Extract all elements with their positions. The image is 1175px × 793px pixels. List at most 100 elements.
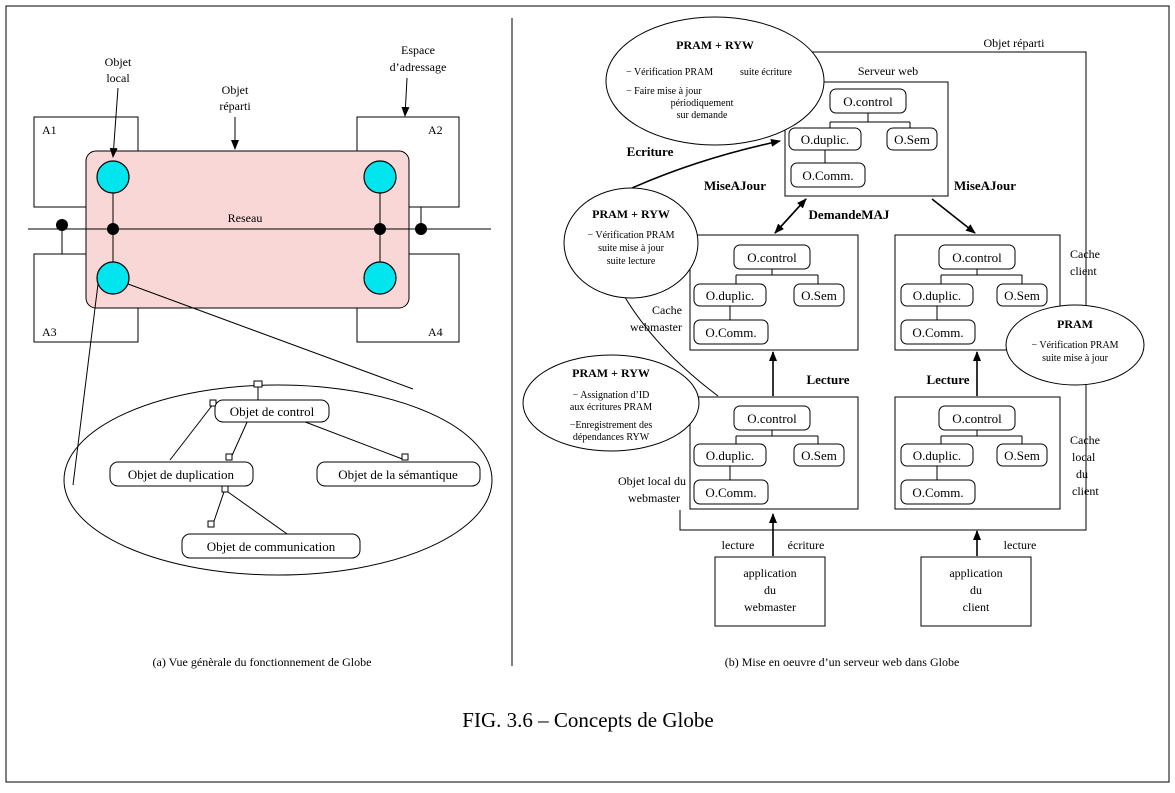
caption-b: (b) Mise en oeuvre d’un serveur web dans… bbox=[725, 655, 960, 669]
arrow-ecriture bbox=[631, 138, 781, 189]
label-lecture-left: Lecture bbox=[806, 372, 849, 387]
ellipse-bottom-l1: − Assignation d’ID bbox=[573, 390, 650, 401]
ellipse-bottom-l4: dépendances RYW bbox=[573, 432, 650, 443]
label-lecture-app2: lecture bbox=[1004, 538, 1037, 552]
local-cl-sem: O.Sem bbox=[1004, 448, 1040, 463]
local-object bbox=[96, 261, 130, 295]
local-object bbox=[96, 160, 130, 194]
arrow-miseajour-right bbox=[931, 198, 976, 234]
local-cl-control: O.control bbox=[952, 411, 1002, 426]
local-wm-duplic: O.duplic. bbox=[706, 448, 754, 463]
label-objet-local-wm-2: webmaster bbox=[628, 491, 680, 505]
label-lecture-right: Lecture bbox=[926, 372, 969, 387]
ellipse-bottom-l3: −Enregistrement des bbox=[570, 420, 653, 431]
ellipse-top-l4: sur demande bbox=[677, 110, 728, 121]
app-client-3: client bbox=[963, 600, 990, 614]
label-objet-local-1: Objet bbox=[105, 55, 132, 69]
ellipse-top-title: PRAM + RYW bbox=[676, 38, 754, 52]
cache-cl-control: O.control bbox=[952, 250, 1002, 265]
arrow-miseajour-left bbox=[774, 198, 807, 234]
zoom-ellipse bbox=[63, 384, 493, 576]
label-objet-local-2: local bbox=[106, 71, 130, 85]
cache-cl-comm: O.Comm. bbox=[912, 325, 963, 340]
cache-cl-duplic: O.duplic. bbox=[913, 288, 961, 303]
network-node bbox=[56, 219, 68, 231]
figure-caption-prefix: FIG. bbox=[462, 708, 501, 732]
node-objet-duplication bbox=[109, 461, 254, 487]
ellipse-bottom bbox=[522, 354, 700, 452]
local-client-box bbox=[894, 396, 1061, 510]
server-sem: O.Sem bbox=[894, 132, 930, 147]
server-duplic: O.duplic. bbox=[801, 132, 849, 147]
label-cache-local-2: local bbox=[1072, 450, 1096, 464]
label-lecture-app1: lecture bbox=[722, 538, 755, 552]
local-webmaster-box bbox=[689, 396, 859, 510]
cache-cl-sem: O.Sem bbox=[1004, 288, 1040, 303]
node-objet-control bbox=[214, 399, 330, 423]
node-objet-duplication-label: Objet de duplication bbox=[128, 467, 235, 482]
ellipse-bottom-l2: aux écritures PRAM bbox=[570, 402, 652, 413]
network-node bbox=[374, 223, 386, 235]
local-wm-comm: O.Comm. bbox=[705, 485, 756, 500]
ellipse-bottom-title: PRAM + RYW bbox=[572, 366, 650, 380]
ellipse-mid bbox=[563, 187, 699, 299]
server-control: O.control bbox=[843, 94, 893, 109]
space-label-a1: A1 bbox=[42, 123, 57, 137]
label-cache-webmaster-2: webmaster bbox=[630, 320, 682, 334]
ellipse-mid-l3: suite lecture bbox=[607, 256, 656, 267]
server-box bbox=[784, 81, 949, 197]
cache-wm-comm: O.Comm. bbox=[705, 325, 756, 340]
app-client-box bbox=[920, 556, 1032, 627]
label-objet-reparti-b: Objet réparti bbox=[984, 36, 1046, 50]
local-object bbox=[363, 261, 397, 295]
panel-b: Objet réparti Serveur web O.control O.du… bbox=[522, 16, 1145, 669]
cache-wm-duplic: O.duplic. bbox=[706, 288, 754, 303]
node-objet-communication bbox=[181, 533, 361, 559]
space-label-a4: A4 bbox=[428, 325, 443, 339]
ellipse-mid-title: PRAM + RYW bbox=[592, 207, 670, 221]
cache-wm-control: O.control bbox=[747, 250, 797, 265]
app-webmaster-1: application bbox=[743, 566, 796, 580]
node-objet-semantique bbox=[316, 461, 481, 487]
app-webmaster-2: du bbox=[764, 583, 776, 597]
label-ecriture: Ecriture bbox=[627, 144, 674, 159]
ellipse-mid-l1: − Vérification PRAM bbox=[587, 230, 674, 241]
ellipse-mid-l2: suite mise à jour bbox=[598, 243, 664, 254]
ellipse-top-l1a: − Vérification PRAM bbox=[626, 67, 713, 78]
network-label: Reseau bbox=[228, 211, 263, 225]
network-node bbox=[415, 223, 427, 235]
local-wm-sem: O.Sem bbox=[801, 448, 837, 463]
local-object bbox=[363, 160, 397, 194]
figure-caption-text: 3.6 – Concepts de Globe bbox=[501, 708, 713, 732]
app-client-1: application bbox=[949, 566, 1002, 580]
cache-client-box bbox=[894, 234, 1061, 351]
label-cache-client-1: Cache bbox=[1070, 247, 1100, 261]
label-objet-local-wm-1: Objet local du bbox=[618, 474, 686, 488]
node-objet-communication-label: Objet de communication bbox=[207, 539, 336, 554]
ellipse-pram bbox=[1005, 304, 1145, 386]
ellipse-top bbox=[605, 16, 825, 146]
label-demande: DemandeMAJ bbox=[809, 207, 890, 222]
app-webmaster-3: webmaster bbox=[744, 600, 796, 614]
label-serveur-web: Serveur web bbox=[858, 64, 918, 78]
local-cl-duplic: O.duplic. bbox=[913, 448, 961, 463]
caption-a: (a) Vue génèrale du fonctionnement de Gl… bbox=[153, 655, 372, 669]
label-cache-local-1: Cache bbox=[1070, 433, 1100, 447]
label-cache-client-2: client bbox=[1070, 264, 1097, 278]
label-objet-reparti-2: réparti bbox=[219, 99, 251, 113]
label-cache-local-4: client bbox=[1072, 484, 1099, 498]
space-label-a2: A2 bbox=[428, 123, 443, 137]
cache-webmaster-box bbox=[689, 234, 859, 351]
figure-caption: FIG. 3.6 – Concepts de Globe bbox=[462, 708, 713, 732]
label-ecriture-app1: écriture bbox=[788, 538, 825, 552]
ellipse-top-l1b: suite écriture bbox=[740, 67, 792, 78]
label-espace-2: d’adressage bbox=[390, 60, 447, 74]
label-objet-reparti-1: Objet bbox=[222, 83, 249, 97]
node-objet-control-label: Objet de control bbox=[230, 404, 315, 419]
label-miseajour-left: MiseAJour bbox=[704, 178, 766, 193]
ellipse-top-l2: − Faire mise à jour bbox=[626, 86, 702, 97]
space-label-a3: A3 bbox=[42, 325, 57, 339]
local-cl-comm: O.Comm. bbox=[912, 485, 963, 500]
app-client-2: du bbox=[970, 583, 982, 597]
